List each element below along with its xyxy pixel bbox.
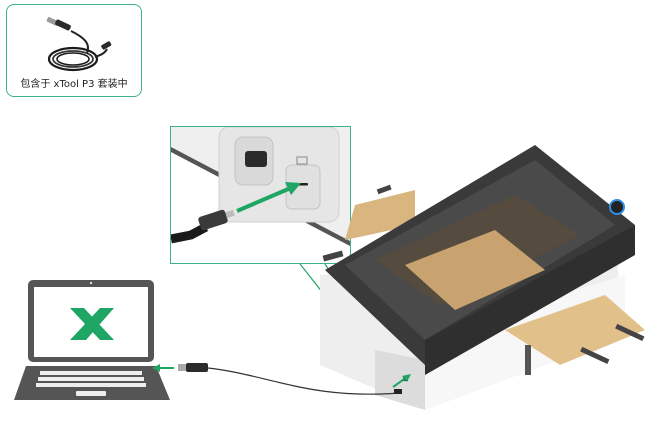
trackpad (76, 391, 106, 396)
insert-arrow (236, 185, 294, 213)
usb-plug (186, 363, 208, 372)
monitor-icon (296, 156, 308, 165)
xtool-p3-machine (320, 145, 645, 410)
callout-label: 包含于 xTool P3 套装中 (20, 79, 128, 90)
ethernet-port (245, 151, 267, 167)
device-side-panel (171, 127, 350, 263)
usb-cable-icon (46, 16, 112, 72)
keyboard (36, 371, 146, 387)
laptop (14, 280, 170, 400)
usb-cable-connection (152, 363, 402, 395)
included-cable-callout: 包含于 xTool P3 套装中 (6, 4, 142, 97)
usb-c-port (298, 183, 308, 186)
port-detail-zoom (170, 126, 351, 264)
usb-c-plug (198, 209, 228, 231)
power-knob (609, 199, 625, 215)
device-port-arrow (392, 374, 411, 388)
xtool-logo-icon (70, 308, 114, 340)
